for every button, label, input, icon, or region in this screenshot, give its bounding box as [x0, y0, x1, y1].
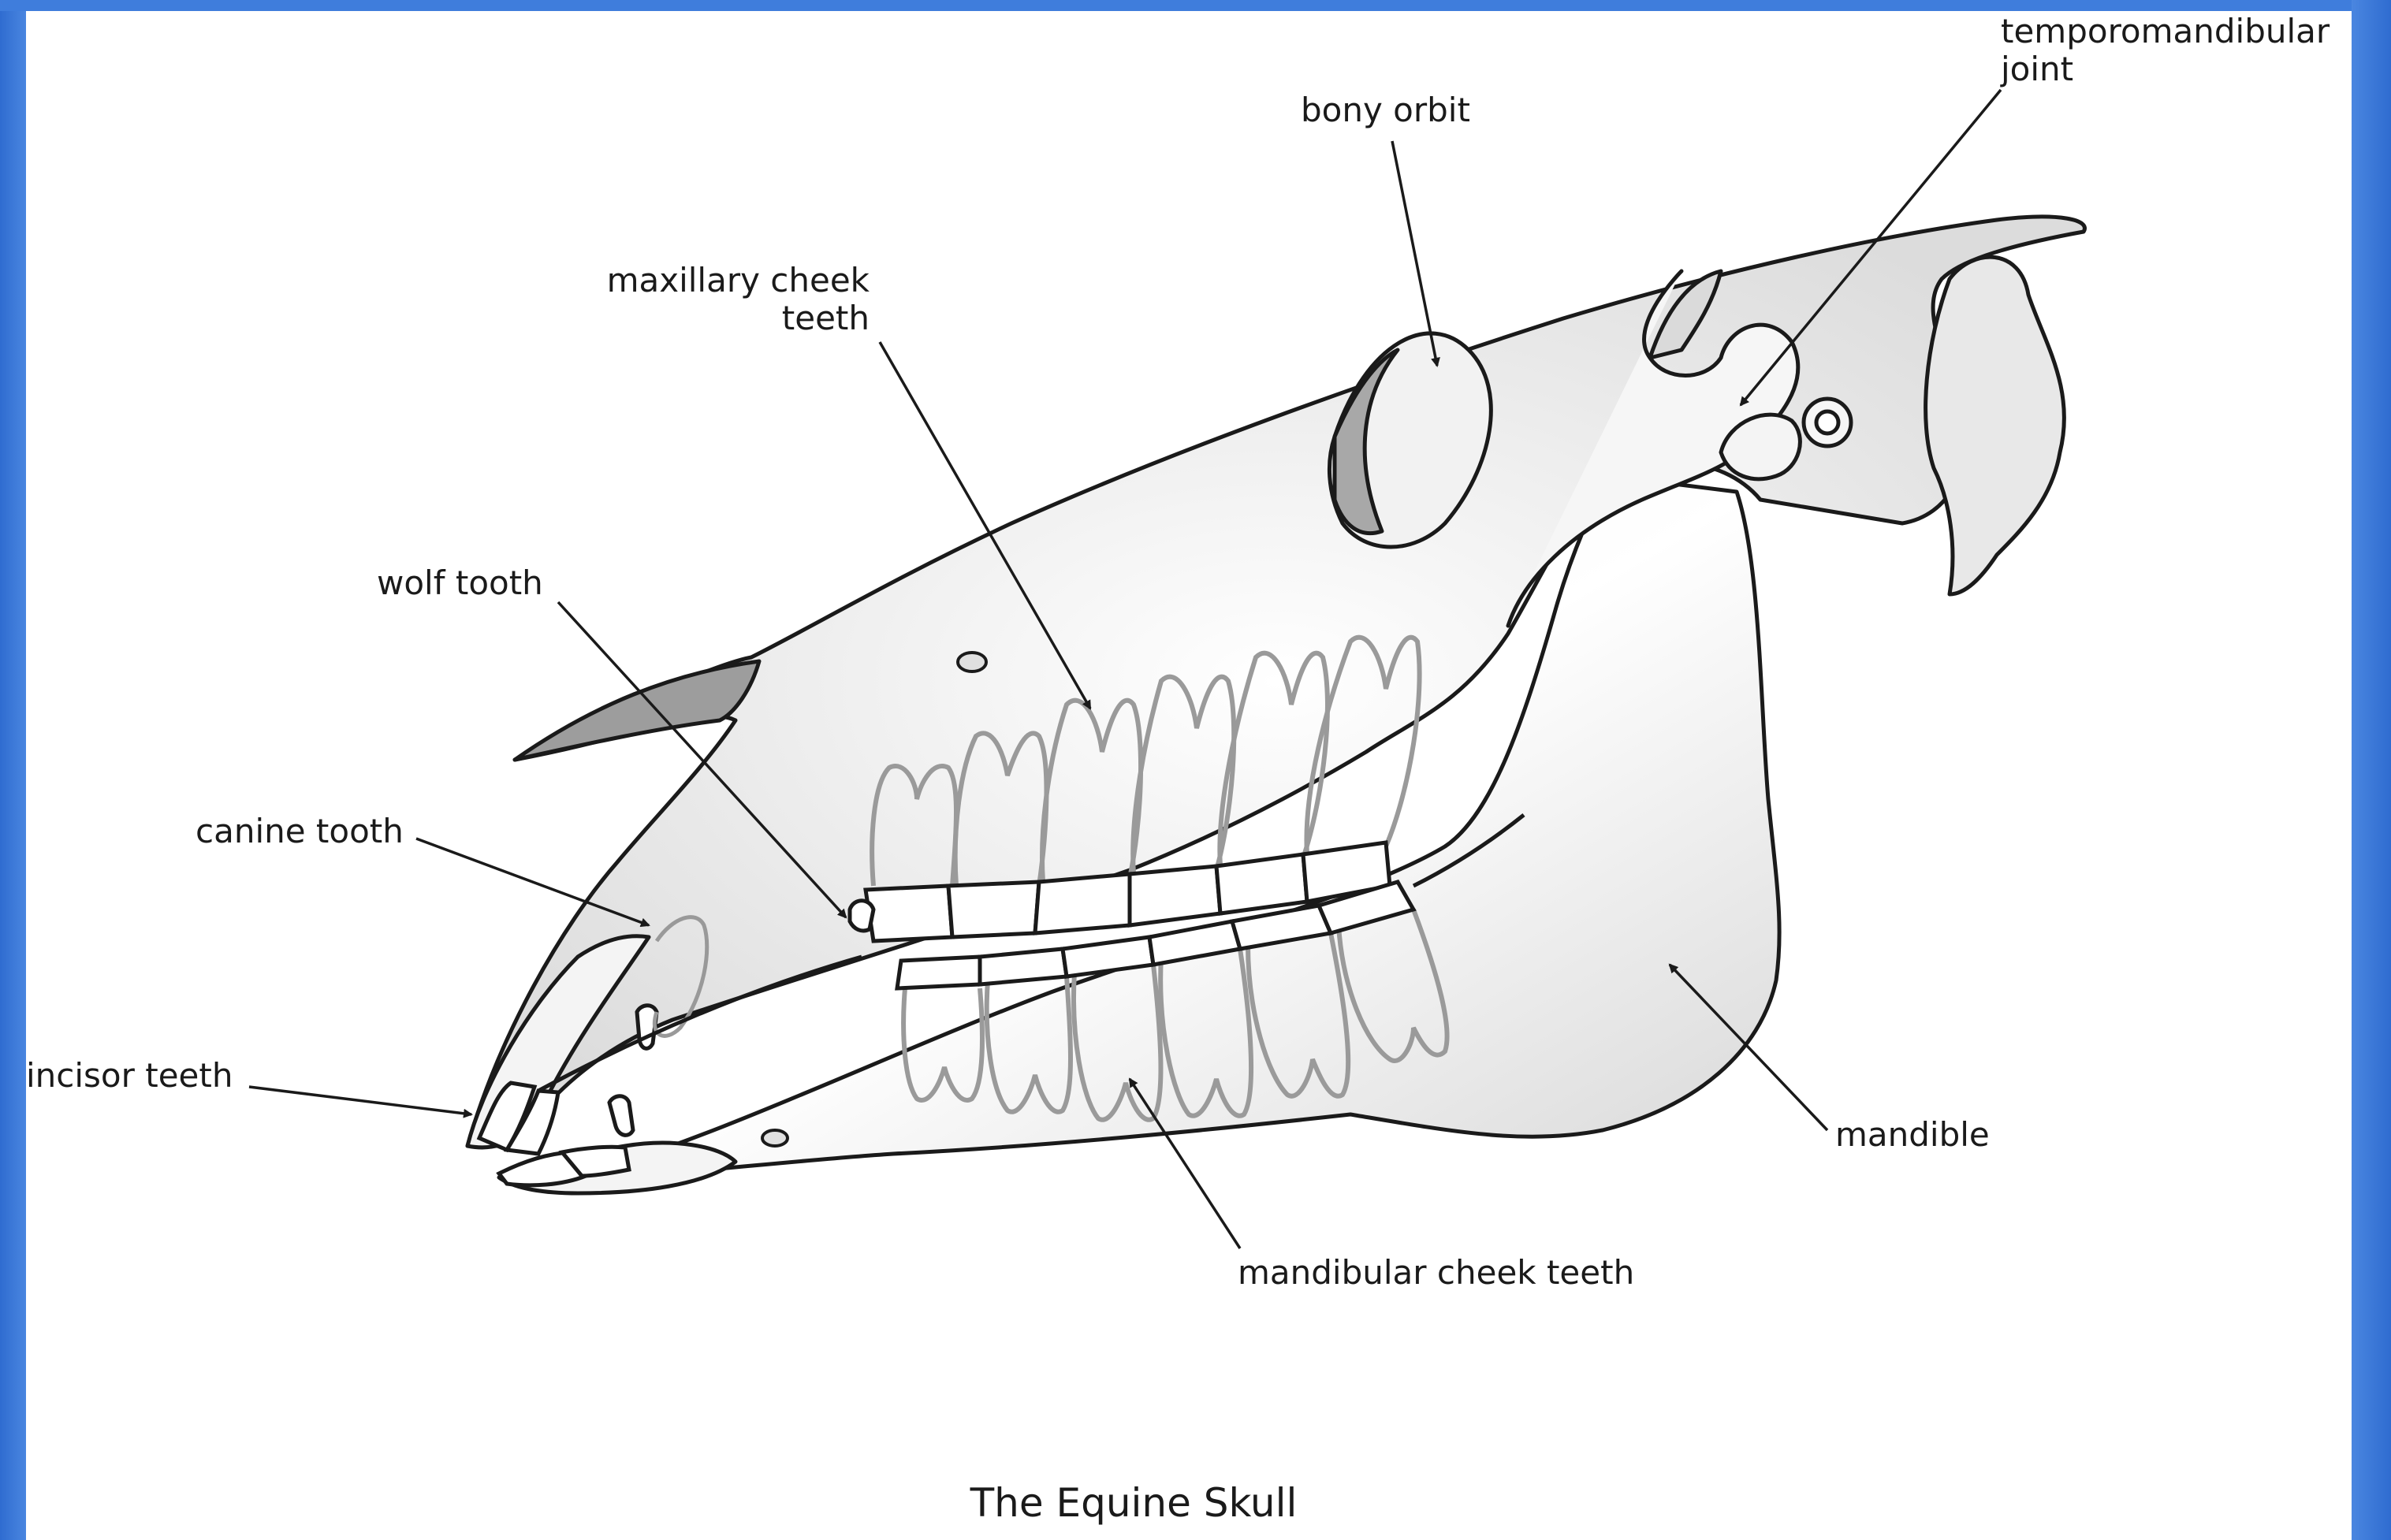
equine-skull-diagram: temporomandibular joint bony orbit maxil…	[26, 11, 2352, 1540]
frame-top-edge	[0, 0, 2391, 11]
label-incisor-teeth: incisor teeth	[26, 1056, 233, 1095]
diagram-slide: temporomandibular joint bony orbit maxil…	[26, 11, 2352, 1540]
ear-canal-inner	[1816, 411, 1838, 433]
leader-bony-orbit	[1392, 141, 1437, 366]
label-temporomandibular-joint-line1: temporomandibular	[2001, 12, 2330, 50]
label-maxillary-cheek-teeth-line1: maxillary cheek	[607, 261, 870, 299]
label-temporomandibular-joint-line2: joint	[2000, 50, 2073, 88]
label-maxillary-cheek-teeth-line2: teeth	[782, 299, 870, 337]
infraorbital-foramen	[958, 653, 986, 671]
label-wolf-tooth: wolf tooth	[377, 564, 543, 602]
incisor-teeth-graphic	[479, 1083, 629, 1185]
wolf-tooth-graphic	[850, 901, 873, 931]
label-bony-orbit: bony orbit	[1301, 91, 1470, 129]
skull-illustration	[467, 217, 2085, 1193]
occipital-process	[1926, 257, 2065, 594]
mental-foramen	[762, 1130, 788, 1146]
label-mandible: mandible	[1835, 1115, 1990, 1154]
leader-incisor-teeth	[249, 1087, 471, 1114]
frame-right-edge	[2352, 0, 2391, 1540]
label-mandibular-cheek-teeth: mandibular cheek teeth	[1238, 1253, 1634, 1292]
diagram-caption: The Equine Skull	[970, 1480, 1298, 1526]
label-canine-tooth: canine tooth	[196, 812, 404, 850]
frame-left-edge	[0, 0, 26, 1540]
